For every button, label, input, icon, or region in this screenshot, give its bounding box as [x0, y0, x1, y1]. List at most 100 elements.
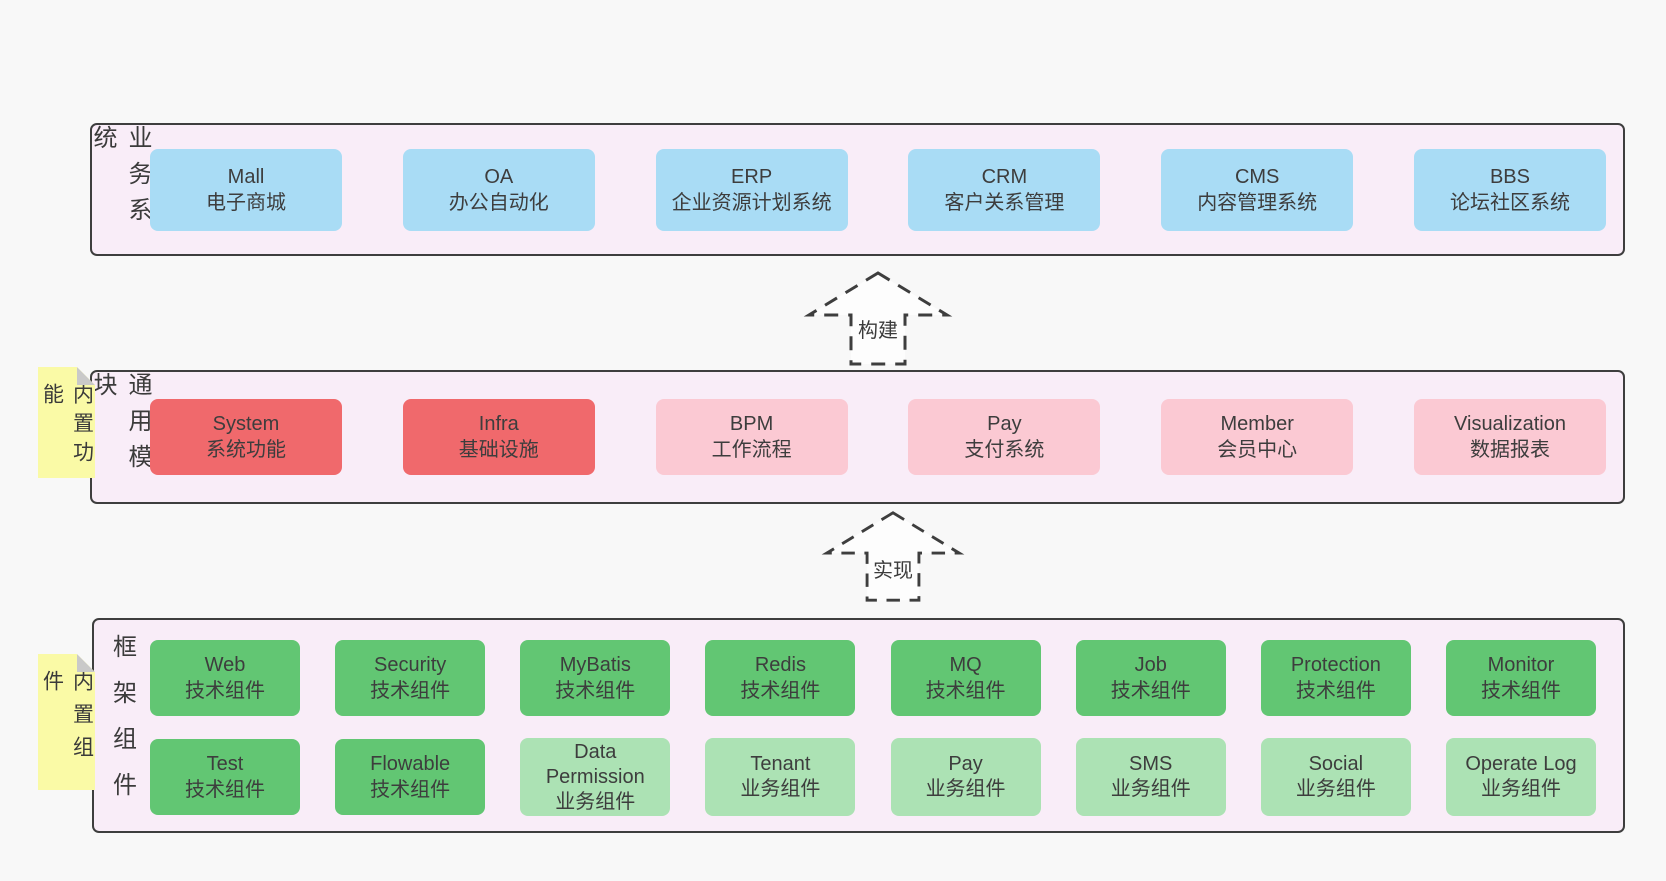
- box-title: Infra: [478, 413, 519, 435]
- business-layer-label: 业务系统: [89, 125, 151, 233]
- box-title: Protection: [1290, 654, 1381, 676]
- box-subtitle: 办公自动化: [448, 191, 549, 214]
- box-subtitle: 客户关系管理: [944, 191, 1065, 214]
- box-title: Data Permission: [545, 740, 645, 788]
- infra-box: Infra 基础设施: [402, 399, 595, 475]
- box-subtitle: 技术组件: [740, 680, 821, 702]
- box-subtitle: 系统功能: [206, 439, 286, 461]
- box-subtitle: 业务组件: [1110, 778, 1191, 800]
- implement-arrow-label: 实现: [870, 554, 916, 583]
- box-title: System: [212, 413, 280, 435]
- sms-box: SMS 业务组件: [1075, 738, 1226, 816]
- box-title: Flowable: [370, 753, 451, 775]
- protection-box: Protection 技术组件: [1260, 640, 1411, 716]
- components-layer-label: 框架组件: [108, 633, 136, 818]
- box-subtitle: 技术组件: [925, 680, 1006, 702]
- box-title: Mall: [227, 165, 265, 188]
- box-title: CMS: [1234, 165, 1280, 188]
- builtin-components-note: 内置组件: [38, 654, 95, 790]
- box-title: Security: [374, 654, 447, 676]
- box-subtitle: 技术组件: [185, 680, 265, 702]
- pay-box: Pay 业务组件: [890, 738, 1041, 816]
- redis-box: Redis 技术组件: [705, 640, 856, 716]
- visualization-box: Visualization 数据报表: [1413, 399, 1606, 475]
- box-title: ERP: [731, 165, 773, 188]
- box-subtitle: 技术组件: [185, 779, 265, 801]
- box-subtitle: 电子商城: [206, 191, 286, 214]
- operate-log-box: Operate Log 业务组件: [1445, 738, 1596, 816]
- box-title: Monitor: [1487, 654, 1555, 676]
- mq-box: MQ 技术组件: [890, 640, 1041, 716]
- box-subtitle: 技术组件: [370, 680, 451, 702]
- box-title: Visualization: [1454, 413, 1566, 435]
- box-title: Web: [204, 654, 246, 676]
- builtin-components-text: 内置组件: [40, 670, 94, 769]
- box-subtitle: 企业资源计划系统: [671, 191, 832, 214]
- security-box: Security 技术组件: [335, 640, 486, 716]
- box-subtitle: 支付系统: [964, 439, 1045, 461]
- box-title: Test: [206, 753, 244, 775]
- box-subtitle: 业务组件: [1480, 778, 1561, 800]
- social-box: Social 业务组件: [1260, 738, 1411, 816]
- box-title: Social: [1308, 753, 1364, 775]
- box-subtitle: 技术组件: [555, 680, 636, 702]
- box-subtitle: 数据报表: [1469, 439, 1550, 461]
- box-title: Job: [1134, 654, 1167, 676]
- box-subtitle: 内容管理系统: [1197, 191, 1318, 214]
- test-box: Test 技术组件: [150, 739, 300, 815]
- box-subtitle: 工作流程: [711, 439, 792, 461]
- member-box: Member 会员中心: [1161, 399, 1354, 475]
- mybatis-box: MyBatis 技术组件: [520, 640, 671, 716]
- box-title: Tenant: [750, 753, 811, 775]
- box-subtitle: 论坛社区系统: [1449, 191, 1570, 214]
- box-title: Member: [1220, 413, 1294, 435]
- modules-layer-label: 通用模块: [89, 372, 151, 480]
- build-arrow: 构建: [803, 268, 953, 368]
- flowable-box: Flowable 技术组件: [335, 739, 486, 815]
- bbs-box: BBS 论坛社区系统: [1413, 148, 1606, 231]
- box-subtitle: 技术组件: [1295, 680, 1376, 702]
- box-subtitle: 业务组件: [555, 790, 636, 813]
- job-box: Job 技术组件: [1075, 640, 1226, 716]
- box-title: OA: [484, 165, 514, 188]
- box-subtitle: 基础设施: [458, 439, 539, 461]
- box-title: Pay: [987, 413, 1022, 435]
- monitor-box: Monitor 技术组件: [1445, 640, 1596, 716]
- box-title: Operate Log: [1465, 753, 1577, 775]
- implement-arrow: 实现: [818, 508, 968, 604]
- box-title: Pay: [948, 753, 983, 775]
- box-subtitle: 技术组件: [370, 779, 451, 801]
- oa-box: OA 办公自动化: [402, 148, 595, 231]
- builtin-features-text: 内置功能: [40, 383, 94, 470]
- box-title: BBS: [1489, 165, 1530, 188]
- tenant-box: Tenant 业务组件: [705, 738, 856, 816]
- box-title: MyBatis: [559, 654, 631, 676]
- box-subtitle: 技术组件: [1110, 680, 1191, 702]
- pay-box: Pay 支付系统: [908, 399, 1101, 475]
- cms-box: CMS 内容管理系统: [1161, 148, 1354, 231]
- box-title: Redis: [754, 654, 806, 676]
- box-title: BPM: [729, 413, 774, 435]
- modules-boxes-row: System 系统功能 Infra 基础设施 BPM 工作流程 Pay 支付系统 Member 会…: [150, 372, 1606, 502]
- bpm-box: BPM 工作流程: [655, 399, 848, 475]
- box-subtitle: 业务组件: [740, 778, 821, 800]
- box-subtitle: 技术组件: [1480, 680, 1561, 702]
- build-arrow-label: 构建: [855, 314, 901, 343]
- builtin-features-note: 内置功能: [38, 367, 95, 478]
- box-title: SMS: [1129, 753, 1173, 775]
- box-subtitle: 会员中心: [1217, 439, 1298, 461]
- system-box: System 系统功能: [150, 399, 342, 475]
- mall-box: Mall 电子商城: [150, 148, 342, 231]
- common-modules-layer: 通用模块 System 系统功能 Infra 基础设施 BPM 工作流程 Pay 支付系统 Me…: [89, 370, 1625, 504]
- box-subtitle: 业务组件: [1295, 778, 1376, 800]
- box-subtitle: 业务组件: [925, 778, 1006, 800]
- erp-box: ERP 企业资源计划系统: [655, 148, 848, 231]
- box-title: MQ: [949, 654, 982, 676]
